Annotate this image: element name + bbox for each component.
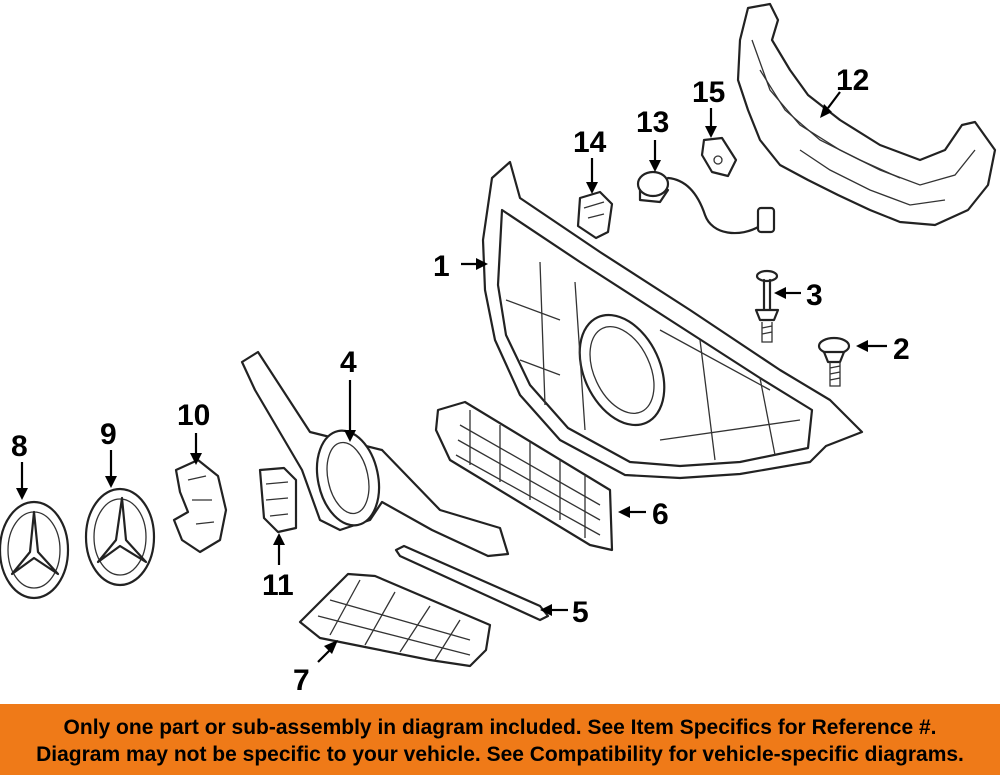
callout-2: 2 bbox=[893, 333, 910, 366]
part-10-emblem-bracket bbox=[172, 458, 228, 554]
part-8-star-emblem bbox=[0, 500, 70, 600]
part-12-bumper-reinforcement bbox=[736, 2, 997, 227]
part-14-bracket bbox=[576, 190, 614, 240]
part-7-lower-mesh bbox=[298, 572, 492, 668]
callout-9: 9 bbox=[100, 418, 117, 451]
part-13-sensor bbox=[636, 170, 776, 235]
callout-6: 6 bbox=[652, 498, 669, 531]
leader-lines bbox=[16, 91, 887, 663]
callout-10: 10 bbox=[177, 399, 210, 432]
callout-8: 8 bbox=[11, 430, 28, 463]
part-2-screw bbox=[817, 336, 851, 387]
part-11-mounting-bracket bbox=[258, 466, 298, 534]
part-4-trim-ring bbox=[240, 350, 510, 558]
callout-4: 4 bbox=[340, 346, 357, 379]
callout-15: 15 bbox=[692, 76, 725, 109]
disclaimer-line-2: Diagram may not be specific to your vehi… bbox=[36, 743, 964, 766]
part-6-lower-grille bbox=[434, 400, 614, 552]
disclaimer-line-1: Only one part or sub-assembly in diagram… bbox=[63, 716, 937, 739]
callout-7: 7 bbox=[293, 664, 310, 697]
part-3-bolt bbox=[754, 269, 780, 343]
part-5-molding bbox=[394, 544, 550, 622]
callout-11: 11 bbox=[262, 569, 294, 602]
callout-14: 14 bbox=[573, 126, 607, 159]
disclaimer-banner: Only one part or sub-assembly in diagram… bbox=[0, 704, 1000, 775]
part-1-grille-frame bbox=[481, 160, 864, 480]
callout-3: 3 bbox=[806, 279, 823, 312]
callout-5: 5 bbox=[572, 596, 589, 629]
callout-1: 1 bbox=[433, 250, 450, 283]
part-9-star-emblem bbox=[84, 487, 156, 587]
callout-12: 12 bbox=[836, 64, 869, 97]
part-15-clip bbox=[700, 136, 738, 178]
callout-13: 13 bbox=[636, 106, 669, 139]
parts-diagram: 1 2 3 4 5 6 7 8 9 10 11 12 13 14 15 bbox=[0, 2, 997, 697]
